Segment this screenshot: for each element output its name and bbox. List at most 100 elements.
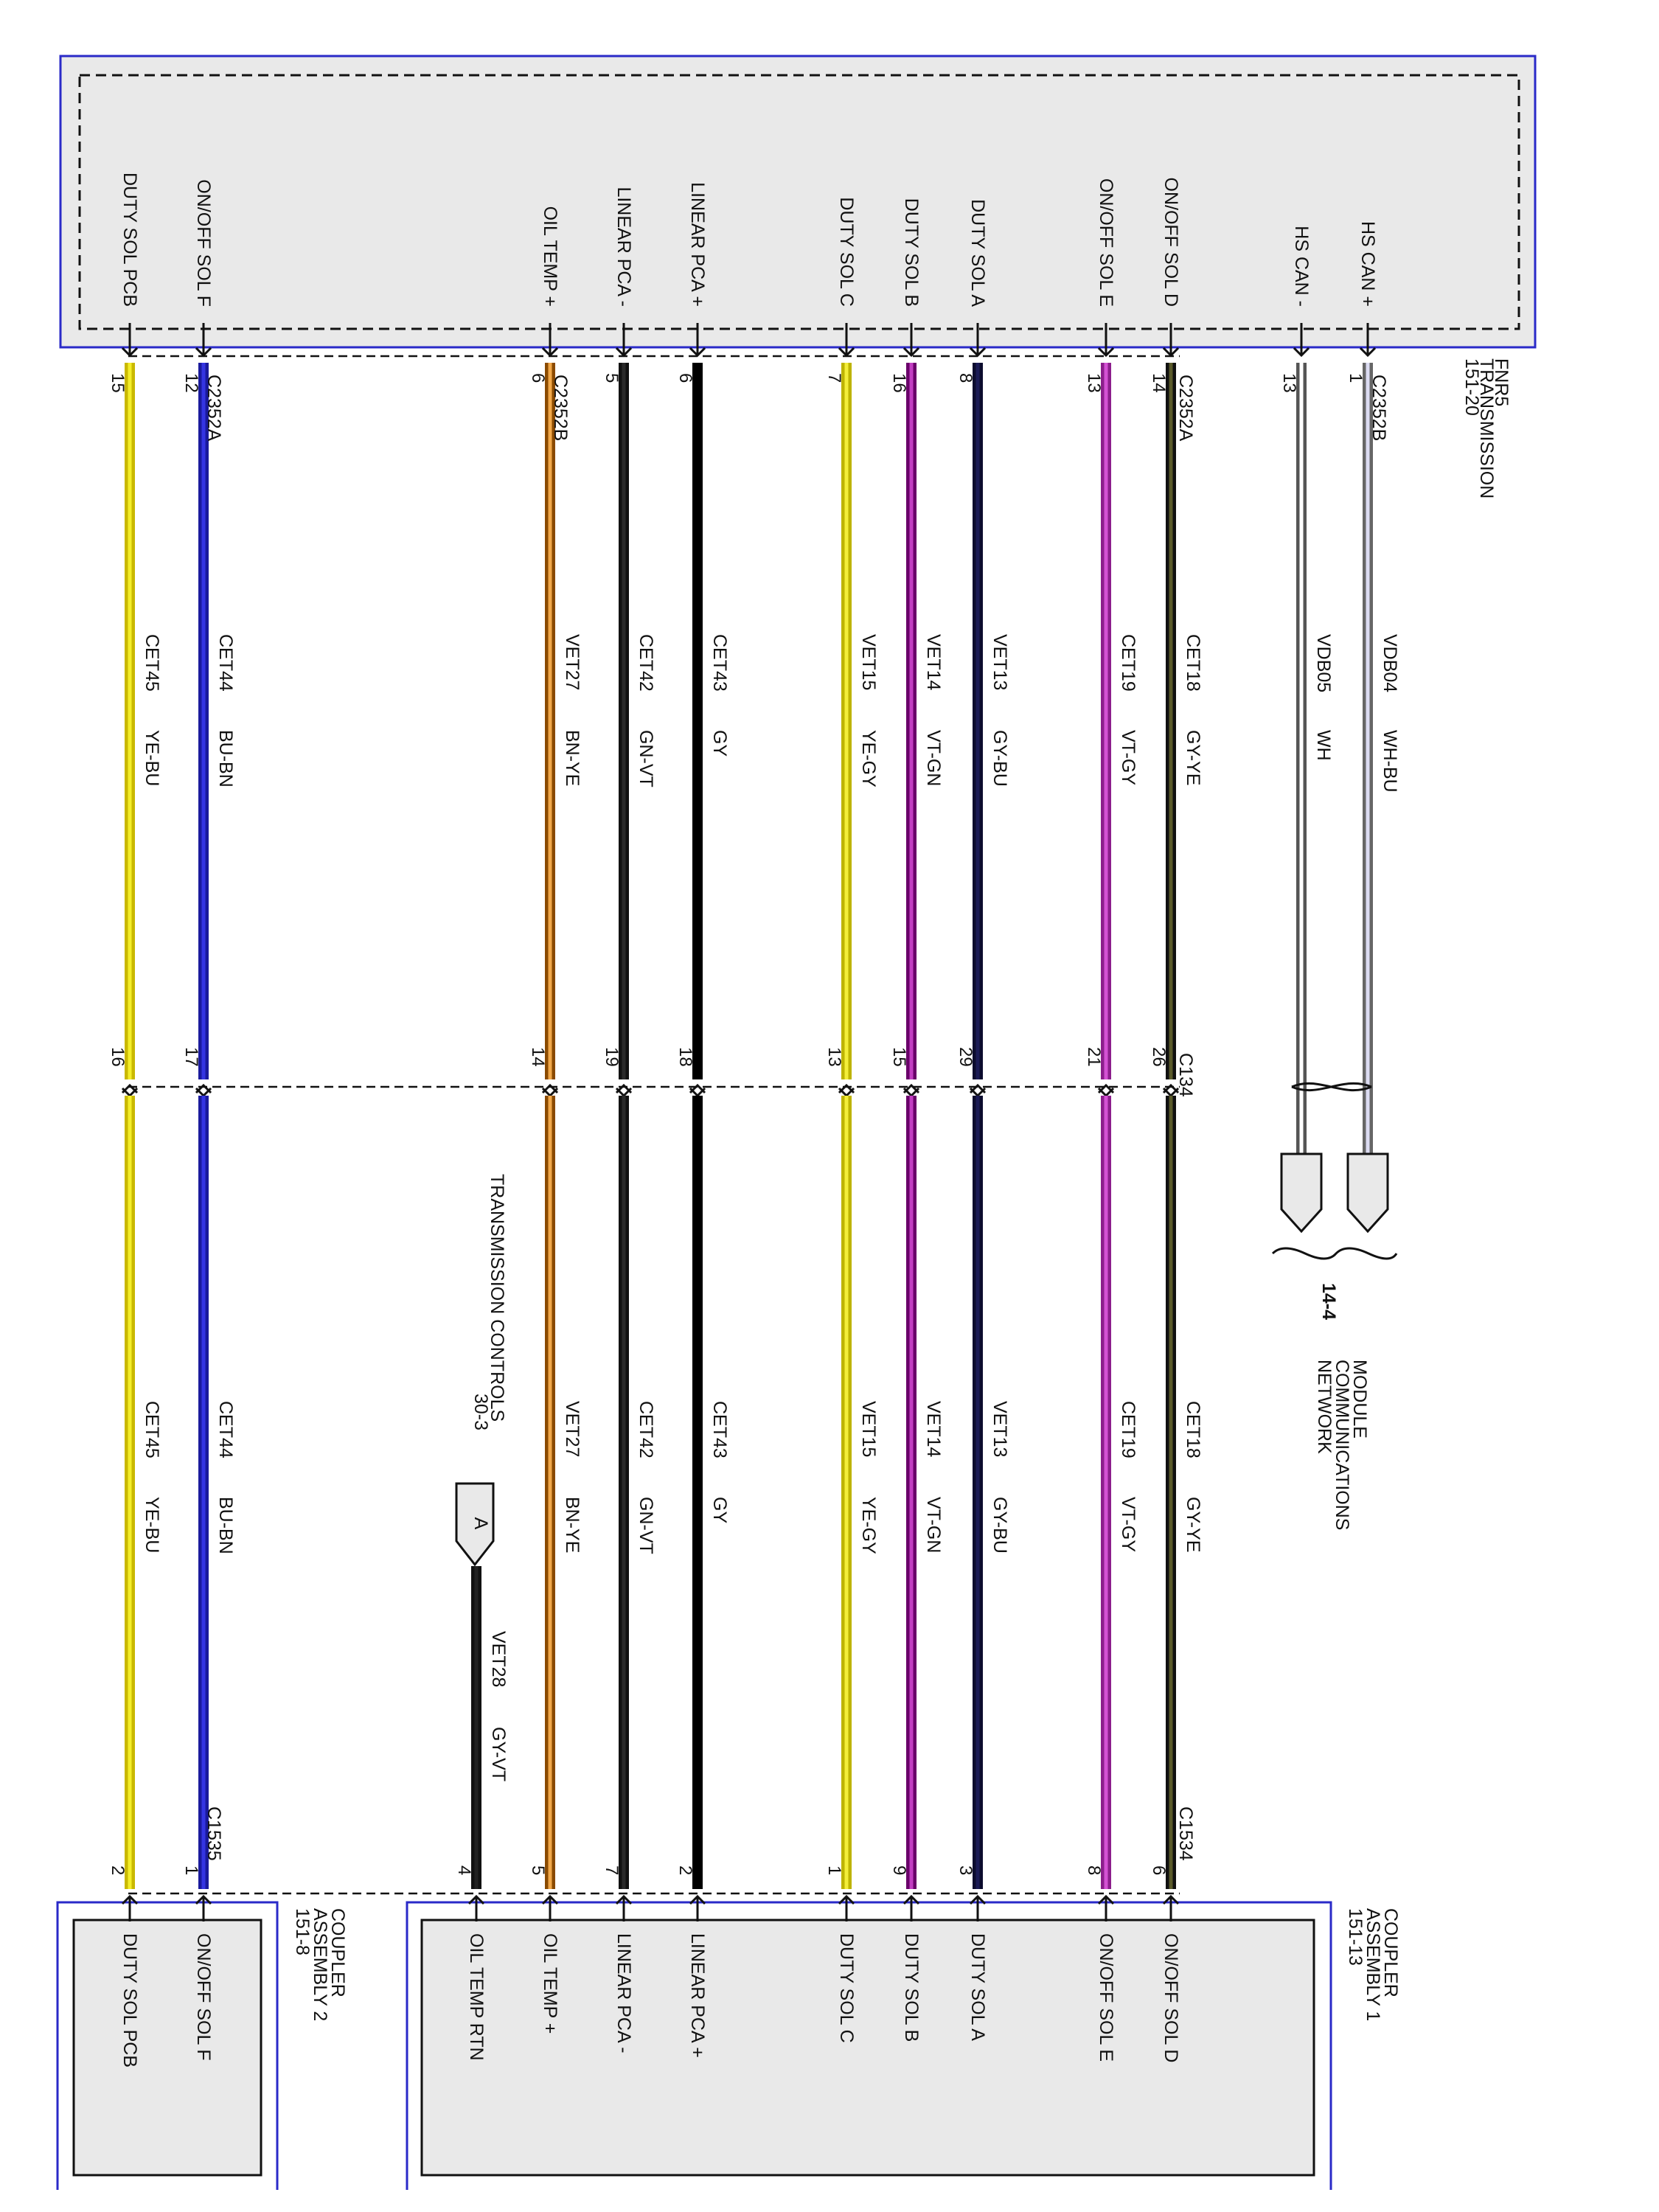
wire-hs_can_plus-circuit-1: VDB04 (1380, 634, 1400, 692)
inline-pin-number-onoff_sol_f: 17 (181, 1047, 201, 1067)
inline-pin-number-duty_sol_a: 29 (956, 1047, 975, 1067)
tc-title: TRANSMISSION CONTROLS (487, 1174, 507, 1422)
wire-onoff_sol_f-color-2: BU-BN (215, 1497, 236, 1554)
inline-pin-arrow-bottom-onoff_sol_f (195, 1087, 212, 1098)
tcm-outline (59, 55, 1537, 349)
wire-duty_sol_pcb-color-1: YE-BU (142, 730, 162, 786)
wire-onoff_sol_d-circuit-1: CET18 (1183, 634, 1203, 692)
coupler2-inner (72, 1919, 262, 2177)
connector-c1535: C1535 (204, 1806, 224, 1861)
coupler1-pin-label-onoff_sol_e: ON/OFF SOL E (1096, 1933, 1116, 2062)
wire-onoff_sol_d-color-2: GY-YE (1183, 1497, 1203, 1553)
inline-pin-number-duty_sol_b: 15 (889, 1047, 909, 1067)
coupler-pin-number-duty_sol_pcb: 2 (108, 1865, 128, 1875)
wire-oil_temp_plus-color-2: BN-YE (562, 1497, 582, 1553)
inline-pin-arrow-bottom-duty_sol_b (902, 1087, 920, 1098)
wire-duty_sol_c-color-2: YE-GY (858, 1497, 879, 1554)
coupler-pin-number-linear_pca_plus: 2 (675, 1865, 695, 1875)
tcm-pin-arrow-onoff_sol_f (195, 347, 212, 358)
tcm-pin-number-duty_sol_a: 8 (956, 373, 975, 383)
connector-dashed-lines (128, 355, 1180, 1895)
wire-linear_pca_minus-circuit-1: CET42 (636, 634, 656, 692)
coupler1-pin-label-linear_pca_minus: LINEAR PCA - (613, 1933, 634, 2053)
coupler-pin-number-duty_sol_b: 9 (889, 1865, 909, 1875)
tcm-pin-arrow-duty_sol_a (969, 347, 987, 358)
coupler1-pin-label-duty_sol_a: DUTY SOL A (967, 1933, 988, 2041)
wire-hs_can_plus-color-1: WH-BU (1380, 730, 1400, 793)
tcm-pin-arrow-duty_sol_c (838, 347, 855, 358)
wire-duty_sol_c-circuit-1: VET15 (858, 634, 879, 690)
coupler1-inner (420, 1919, 1315, 2177)
wire-onoff_sol_f-circuit-2: CET44 (215, 1401, 236, 1458)
coupler1-pin-label-duty_sol_c: DUTY SOL C (836, 1933, 857, 2043)
tcm-pin-arrow-oil_temp_plus (541, 347, 559, 358)
network-ref: 14-4 (1318, 1283, 1339, 1320)
tcm-pin-label-oil_temp_plus: OIL TEMP + (540, 206, 560, 307)
wire-onoff_sol_e-circuit-2: CET19 (1118, 1401, 1138, 1458)
coupler2-title-line-3: 151-8 (292, 1908, 313, 1955)
network-title-line-2: COMMUNICATIONS (1332, 1360, 1352, 1530)
tcm-pin-arrow-onoff_sol_d (1162, 347, 1180, 358)
coupler2-title-line-2: ASSEMBLY 2 (310, 1908, 330, 2021)
tcm-pin-label-duty_sol_pcb: DUTY SOL PCB (119, 173, 140, 307)
wire-duty_sol_a-color-1: GY-BU (990, 730, 1010, 787)
coupler2-pin-label-duty_sol_pcb: DUTY SOL PCB (119, 1933, 140, 2067)
tcm-pin-arrow-hs_can_plus (1359, 347, 1377, 358)
wire-duty_sol_a-circuit-2: VET13 (990, 1401, 1010, 1457)
module-frames (56, 55, 1537, 2190)
labels: FNR5 TRANSMISSION 151-20 C2352A C2352B C… (108, 173, 1512, 2067)
wire-oil_temp_plus-color-1: BN-YE (562, 730, 582, 786)
coupler1-title-line-3: 151-13 (1345, 1908, 1366, 1966)
wire-onoff_sol_e-color-2: VT-GY (1118, 1497, 1138, 1552)
coupler2-title-line-1: COUPLER (327, 1908, 348, 1997)
inline-pin-arrow-bottom-duty_sol_a (969, 1087, 987, 1098)
connector-c1534: C1534 (1175, 1806, 1196, 1861)
coupler1-outline (406, 1901, 1332, 2190)
network-title-line-3: NETWORK (1314, 1360, 1335, 1454)
tcm-pin-number-duty_sol_c: 7 (824, 373, 844, 383)
wire-oil_temp_plus-circuit-2: VET27 (562, 1401, 582, 1457)
inline-pin-number-duty_sol_pcb: 16 (108, 1047, 128, 1067)
inline-pin-arrow-bottom-oil_temp_plus (541, 1087, 559, 1098)
tcm-pin-label-onoff_sol_d: ON/OFF SOL D (1161, 178, 1181, 307)
can-minus-connector-shape (1280, 1152, 1323, 1234)
connector-c2352a-right: C2352A (1175, 375, 1196, 442)
tcm-pin-label-duty_sol_c: DUTY SOL C (836, 197, 857, 307)
inline-pin-number-onoff_sol_e: 21 (1084, 1047, 1104, 1067)
tcm-pin-number-duty_sol_pcb: 15 (108, 373, 128, 393)
tcm-pin-label-duty_sol_b: DUTY SOL B (901, 198, 922, 307)
coupler-pin-number-duty_sol_a: 3 (956, 1865, 975, 1875)
inline-pin-number-duty_sol_c: 13 (824, 1047, 844, 1067)
wire-linear_pca_plus-color-2: GY (709, 1497, 730, 1523)
tcm-pin-number-hs_can_minus: 13 (1279, 373, 1299, 393)
tcm-pin-number-linear_pca_minus: 5 (602, 373, 622, 383)
wire-onoff_sol_f-color-1: BU-BN (215, 730, 236, 787)
wire-duty_sol_pcb-circuit-2: CET45 (142, 1401, 162, 1458)
wire-hs_can_minus-color-1: WH (1313, 730, 1334, 761)
wire-linear_pca_plus-circuit-1: CET43 (709, 634, 730, 692)
coupler1-pin-label-linear_pca_plus: LINEAR PCA + (687, 1933, 708, 2058)
tc-ref: 30-3 (470, 1394, 491, 1430)
tcm-inner-dashed (78, 74, 1520, 330)
coupler-pin-number-linear_pca_minus: 7 (602, 1865, 622, 1875)
coupler1-pin-label-onoff_sol_d: ON/OFF SOL D (1161, 1933, 1181, 2062)
wire-duty_sol_a-color-2: GY-BU (990, 1497, 1010, 1554)
coupler-pin-number-onoff_sol_f: 1 (181, 1865, 201, 1875)
tcm-pin-number-duty_sol_b: 16 (889, 373, 909, 393)
transmission-controls-connector: A (455, 1482, 495, 1567)
wire-onoff_sol_d-circuit-2: CET18 (1183, 1401, 1203, 1458)
wire-oil_temp_plus-circuit-1: VET27 (562, 634, 582, 690)
coupler-pin-number-onoff_sol_d: 6 (1149, 1865, 1169, 1875)
tcm-pin-label-onoff_sol_f: ON/OFF SOL F (193, 179, 214, 307)
coupler1-pin-label-oil_temp_rtn: OIL TEMP RTN (466, 1933, 487, 2061)
wire-duty_sol_b-circuit-1: VET14 (923, 634, 944, 691)
tcm-pin-number-linear_pca_plus: 6 (675, 373, 695, 383)
inline-pin-number-oil_temp_plus: 14 (528, 1047, 548, 1067)
tcm-pin-label-linear_pca_minus: LINEAR PCA - (613, 187, 634, 307)
tcm-pin-arrow-duty_sol_b (902, 347, 920, 358)
tcm-pin-number-oil_temp_plus: 6 (528, 373, 548, 383)
tcm-pin-arrow-duty_sol_pcb (121, 347, 139, 358)
wire-linear_pca_plus-circuit-2: CET43 (709, 1401, 730, 1458)
can-twist-symbol (1291, 1082, 1372, 1091)
